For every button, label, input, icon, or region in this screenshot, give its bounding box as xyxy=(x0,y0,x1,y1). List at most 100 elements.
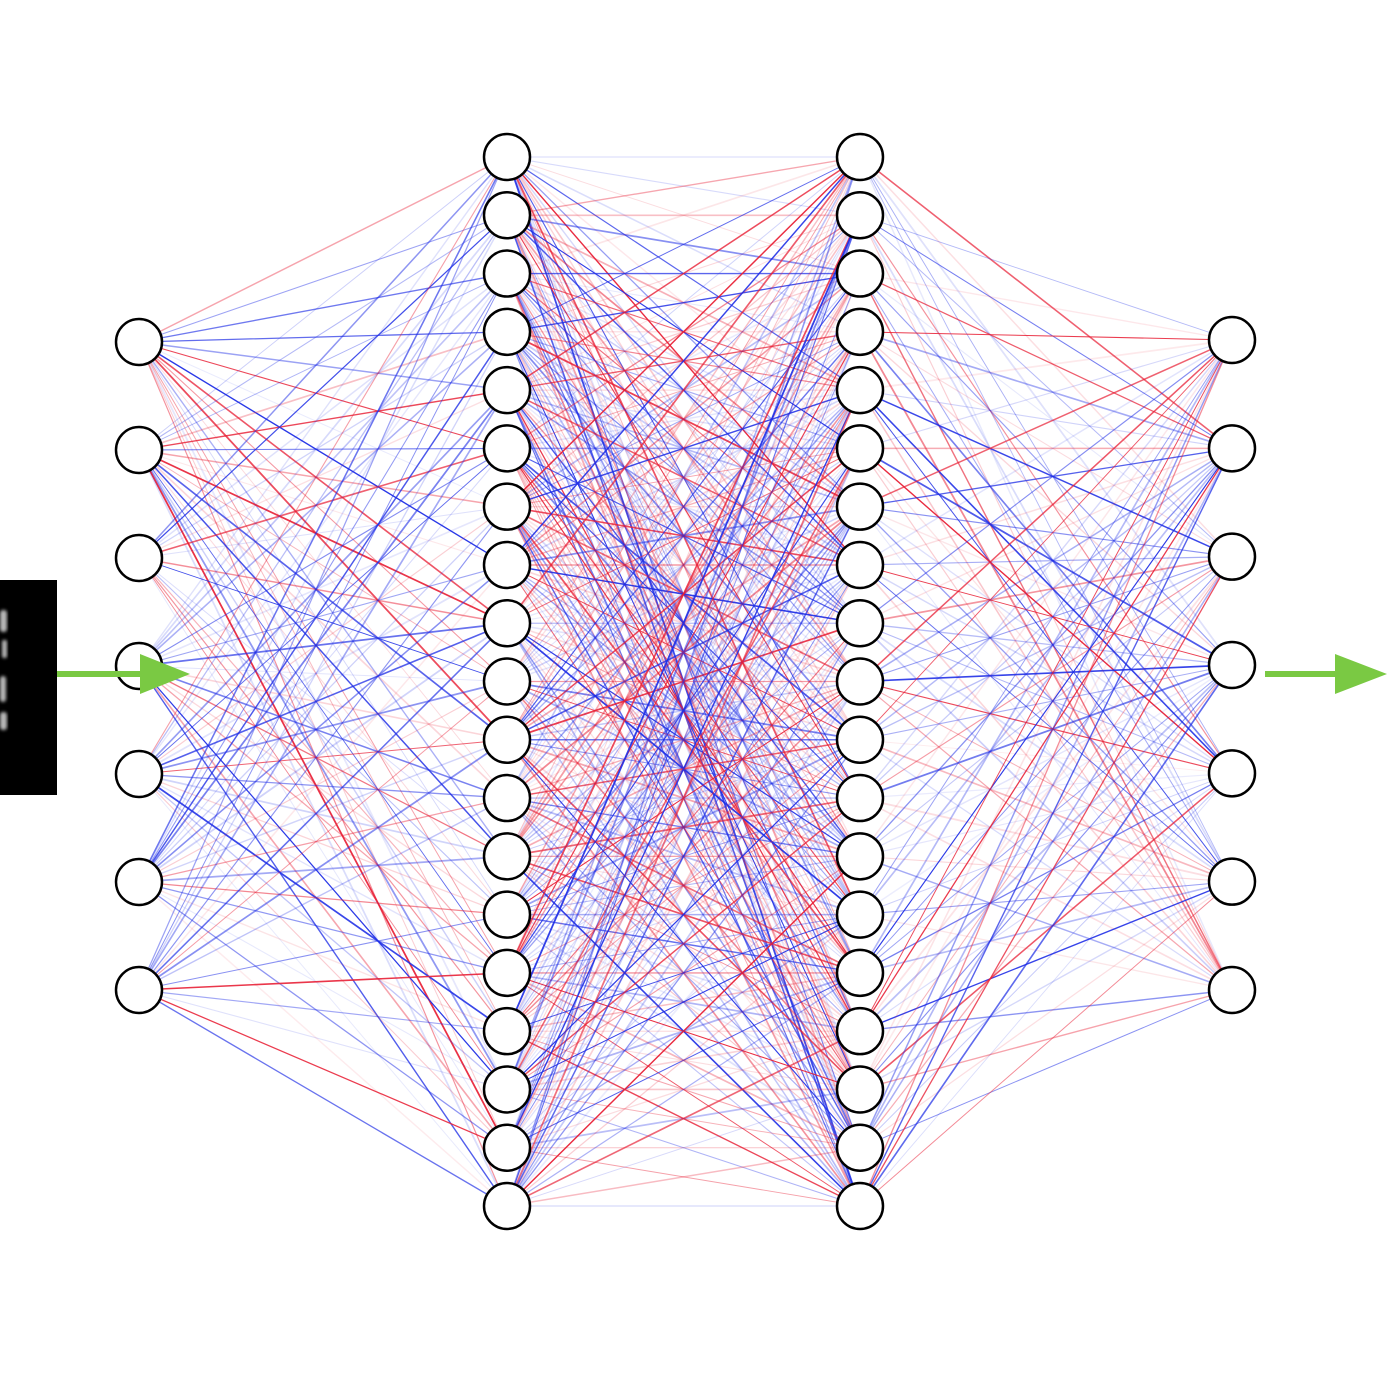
neuron xyxy=(835,948,885,998)
weight-edge xyxy=(138,272,508,775)
weight-edge xyxy=(506,331,861,1207)
weight-edge xyxy=(138,564,508,883)
weight-edge xyxy=(138,331,508,883)
weight-edge xyxy=(138,449,508,1032)
weight-edge xyxy=(859,664,1233,799)
weight-edge xyxy=(506,214,861,741)
weight-edge xyxy=(506,156,861,1207)
weight-edge xyxy=(138,797,508,991)
weight-edge xyxy=(506,389,861,974)
weight-edge xyxy=(859,214,1233,991)
weight-edge xyxy=(138,773,508,1207)
weight-edge xyxy=(138,389,508,883)
weight-edge xyxy=(138,341,508,974)
input-arrow-head xyxy=(140,654,190,694)
weight-edge xyxy=(506,622,861,1207)
weight-edge xyxy=(506,156,861,857)
weight-edge xyxy=(506,564,861,799)
weight-edge xyxy=(506,331,861,1149)
weight-edge xyxy=(859,272,1233,666)
weight-edge xyxy=(859,797,1233,883)
weight-edge xyxy=(859,738,1233,883)
neuron xyxy=(114,317,164,367)
weight-edge xyxy=(138,449,508,799)
weight-edge xyxy=(859,555,1233,1033)
weight-edge xyxy=(138,881,508,1090)
weight-edge xyxy=(859,556,1233,683)
weight-edge xyxy=(138,665,508,916)
weight-edge xyxy=(138,557,508,682)
weight-edge xyxy=(506,156,861,799)
weight-edge xyxy=(138,665,508,1207)
weight-edge xyxy=(859,339,1233,683)
weight-edge xyxy=(506,156,861,508)
weight-edge xyxy=(859,214,1233,558)
neuron xyxy=(835,890,885,939)
neuron xyxy=(835,1123,885,1172)
weight-edge xyxy=(859,564,1233,991)
weight-edge xyxy=(506,214,861,1091)
weight-edge xyxy=(506,156,861,566)
weight-edge xyxy=(138,272,508,343)
weight-edge xyxy=(506,214,861,799)
weight-edge xyxy=(506,156,861,974)
weight-edge xyxy=(859,272,1233,558)
weight-edge xyxy=(506,622,861,1149)
weight-edge xyxy=(138,773,508,974)
weight-edge xyxy=(506,389,861,1149)
weight-edge xyxy=(859,855,1233,883)
input-layer xyxy=(114,317,164,1015)
neuron xyxy=(482,132,532,182)
weight-edge xyxy=(138,557,508,1149)
weight-edge xyxy=(138,665,508,974)
weight-edge xyxy=(506,331,861,741)
weight-edge xyxy=(138,665,508,741)
weight-edge xyxy=(859,622,1233,883)
weight-edge xyxy=(506,680,861,799)
weight-edge xyxy=(138,449,508,741)
weight-edge xyxy=(506,680,861,1207)
weight-edge xyxy=(506,156,861,216)
weight-edge xyxy=(506,389,861,566)
output-layer xyxy=(1207,315,1257,1015)
weight-edge xyxy=(138,557,508,624)
weight-edge xyxy=(859,339,1233,1149)
weight-edge xyxy=(506,214,861,1033)
weight-edge xyxy=(859,506,1233,558)
neuron xyxy=(835,191,885,240)
weight-edge xyxy=(138,447,508,451)
weight-edge xyxy=(859,913,1233,991)
weight-edge xyxy=(859,680,1233,991)
weight-edge xyxy=(506,739,861,1091)
weight-edge xyxy=(859,797,1233,991)
weight-connections xyxy=(138,156,1233,1207)
weight-edge xyxy=(138,797,508,883)
weight-edge xyxy=(138,341,508,1207)
weight-edge xyxy=(506,855,861,1149)
weight-edge xyxy=(859,339,1233,1091)
weight-edge xyxy=(859,664,1233,1149)
weight-edge xyxy=(138,156,508,559)
neuron xyxy=(114,425,164,475)
weight-edge xyxy=(138,881,508,916)
weight-edge xyxy=(859,555,1233,1149)
weight-edge xyxy=(138,156,508,667)
hidden-layer-2 xyxy=(835,132,885,1231)
weight-edge xyxy=(506,156,861,625)
weight-edge xyxy=(138,773,508,916)
weight-edge xyxy=(138,739,508,775)
weight-edge xyxy=(859,556,1233,857)
weight-edge xyxy=(859,389,1233,449)
weight-edge xyxy=(138,331,508,667)
weight-edge xyxy=(859,989,1233,1032)
weight-edge xyxy=(859,664,1233,916)
weight-edge xyxy=(138,449,508,1149)
weight-edge xyxy=(138,214,508,775)
weight-edge xyxy=(138,564,508,991)
weight-edge xyxy=(138,989,508,1149)
weight-edge xyxy=(506,273,861,1207)
weight-edge xyxy=(859,506,1233,991)
weight-edge xyxy=(138,156,508,775)
weight-edge xyxy=(138,273,508,451)
weight-edge xyxy=(138,738,508,991)
